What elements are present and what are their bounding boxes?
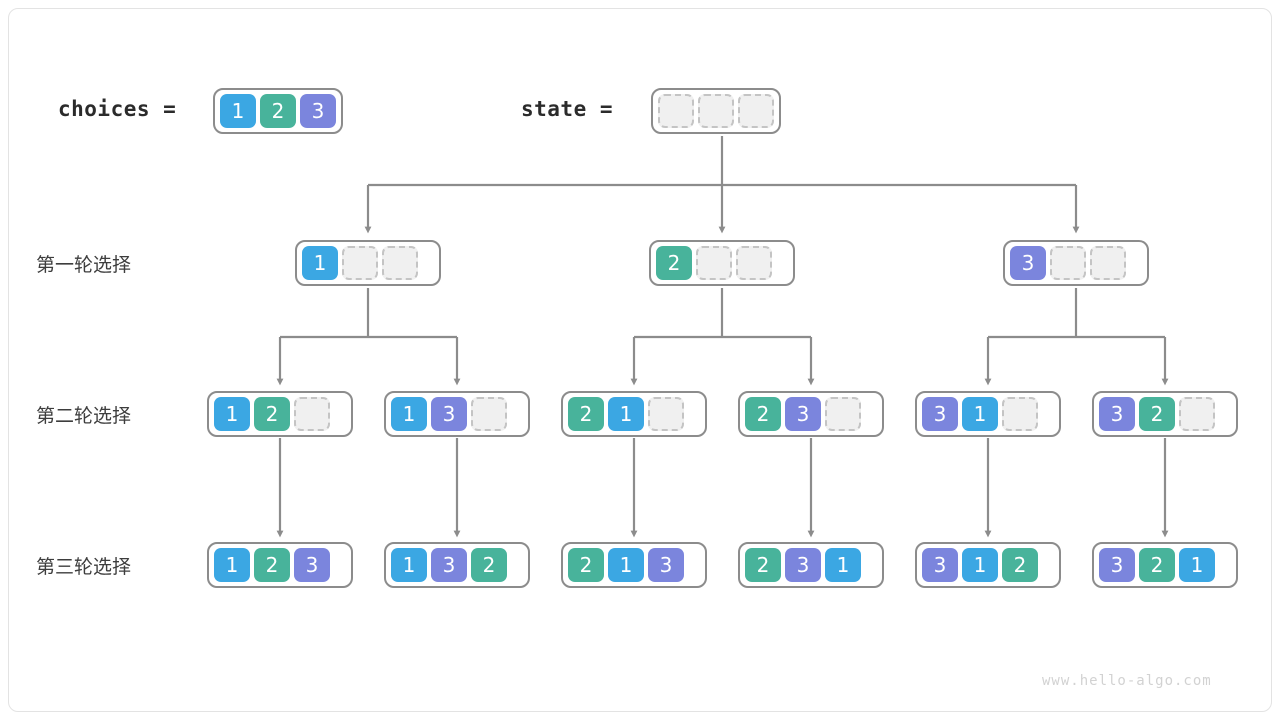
node-level3-2-cell-2: 2 bbox=[471, 548, 507, 582]
node-level2-2-cell-0: 1 bbox=[391, 397, 427, 431]
state-array bbox=[651, 88, 781, 134]
row-label-level3: 第三轮选择 bbox=[36, 556, 132, 578]
node-level1-2-cell-0: 2 bbox=[656, 246, 692, 280]
node-level3-1-cell-0: 1 bbox=[214, 548, 250, 582]
node-level3-5-cell-0: 3 bbox=[922, 548, 958, 582]
node-level2-3-cell-1: 1 bbox=[608, 397, 644, 431]
row-label-level2: 第二轮选择 bbox=[36, 405, 132, 427]
node-level3-6-cell-1: 2 bbox=[1139, 548, 1175, 582]
node-level1-1-cell-0: 1 bbox=[302, 246, 338, 280]
node-level2-2-cell-1: 3 bbox=[431, 397, 467, 431]
choices-cell-1: 2 bbox=[260, 94, 296, 128]
choices-cell-2: 3 bbox=[300, 94, 336, 128]
node-level2-5-cell-0: 3 bbox=[922, 397, 958, 431]
node-level3-1-cell-2: 3 bbox=[294, 548, 330, 582]
node-level3-4-cell-2: 1 bbox=[825, 548, 861, 582]
node-level3-6-cell-0: 3 bbox=[1099, 548, 1135, 582]
node-level2-4-cell-1: 3 bbox=[785, 397, 821, 431]
node-level2-6-cell-1: 2 bbox=[1139, 397, 1175, 431]
node-level1-2: 2 bbox=[649, 240, 795, 286]
state-label: state = bbox=[521, 97, 614, 121]
choices-cell-0: 1 bbox=[220, 94, 256, 128]
node-level3-3-cell-2: 3 bbox=[648, 548, 684, 582]
node-level2-4-cell-0: 2 bbox=[745, 397, 781, 431]
diagram-frame bbox=[8, 8, 1272, 712]
node-level1-3-cell-0: 3 bbox=[1010, 246, 1046, 280]
node-level3-3-cell-0: 2 bbox=[568, 548, 604, 582]
node-level2-3-cell-0: 2 bbox=[568, 397, 604, 431]
state-empty-cell-1 bbox=[698, 94, 734, 128]
choices-label: choices = bbox=[58, 97, 177, 121]
node-level3-2-cell-0: 1 bbox=[391, 548, 427, 582]
node-level2-3-empty-cell-2 bbox=[648, 397, 684, 431]
node-level3-2-cell-1: 3 bbox=[431, 548, 467, 582]
node-level2-6-empty-cell-2 bbox=[1179, 397, 1215, 431]
node-level2-1-cell-1: 2 bbox=[254, 397, 290, 431]
node-level3-5-cell-2: 2 bbox=[1002, 548, 1038, 582]
node-level1-2-empty-cell-1 bbox=[696, 246, 732, 280]
node-level1-3-empty-cell-2 bbox=[1090, 246, 1126, 280]
node-level1-3-empty-cell-1 bbox=[1050, 246, 1086, 280]
node-level2-4-empty-cell-2 bbox=[825, 397, 861, 431]
watermark: www.hello-algo.com bbox=[1042, 673, 1212, 689]
node-level1-1-empty-cell-1 bbox=[342, 246, 378, 280]
node-level3-5-cell-1: 1 bbox=[962, 548, 998, 582]
node-level3-1-cell-1: 2 bbox=[254, 548, 290, 582]
row-label-level1: 第一轮选择 bbox=[36, 254, 132, 276]
state-empty-cell-0 bbox=[658, 94, 694, 128]
node-level2-6-cell-0: 3 bbox=[1099, 397, 1135, 431]
node-level1-1: 1 bbox=[295, 240, 441, 286]
state-empty-cell-2 bbox=[738, 94, 774, 128]
node-level1-1-empty-cell-2 bbox=[382, 246, 418, 280]
node-level3-3-cell-1: 1 bbox=[608, 548, 644, 582]
node-level2-1-cell-0: 1 bbox=[214, 397, 250, 431]
node-level1-2-empty-cell-2 bbox=[736, 246, 772, 280]
node-level2-2-empty-cell-2 bbox=[471, 397, 507, 431]
node-level3-4-cell-0: 2 bbox=[745, 548, 781, 582]
node-level2-5-empty-cell-2 bbox=[1002, 397, 1038, 431]
node-level2-5-cell-1: 1 bbox=[962, 397, 998, 431]
node-level2-1-empty-cell-2 bbox=[294, 397, 330, 431]
node-level3-6-cell-2: 1 bbox=[1179, 548, 1215, 582]
node-level1-3: 3 bbox=[1003, 240, 1149, 286]
node-level3-4-cell-1: 3 bbox=[785, 548, 821, 582]
